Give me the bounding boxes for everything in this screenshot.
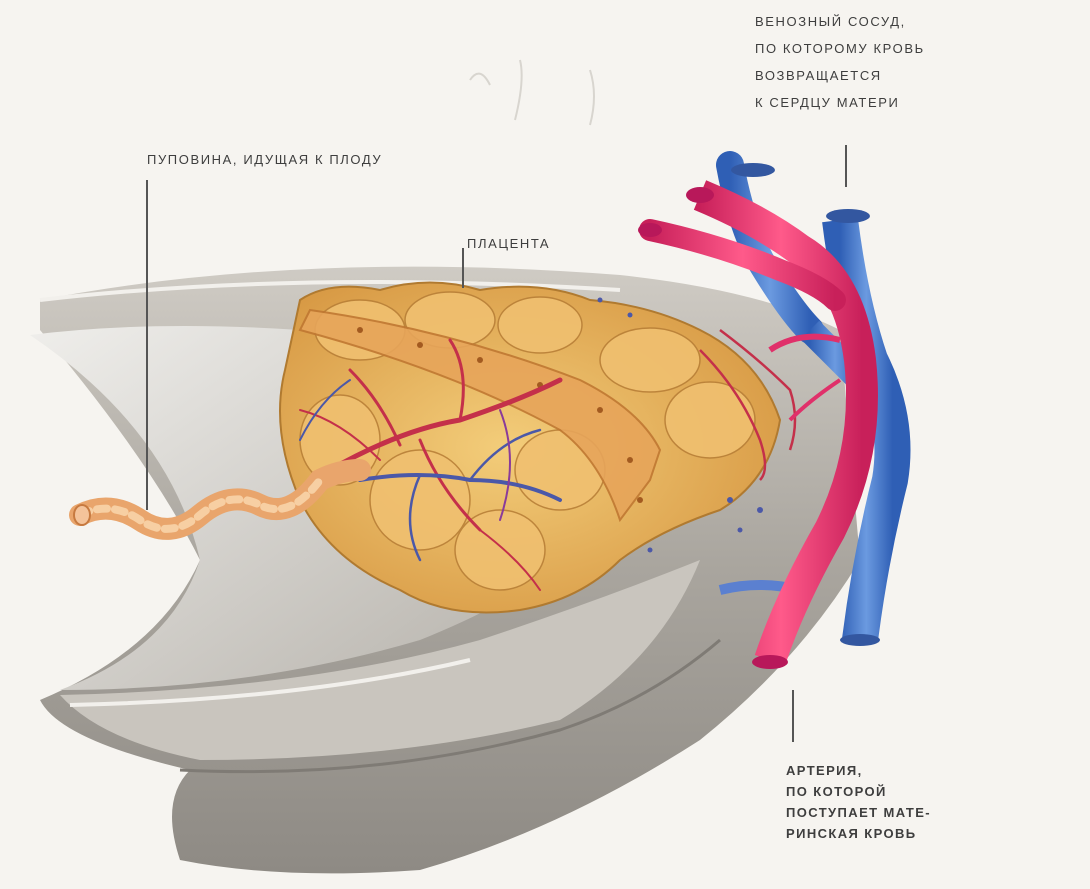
umbilical-cord-label: ПУПОВИНА, ИДУЩАЯ К ПЛОДУ (147, 146, 382, 173)
vein-label-line-3: ВОЗВРАЩАЕТСЯ (755, 62, 925, 89)
cord-leader-line (146, 180, 148, 510)
artery-label: АРТЕРИЯ, ПО КОТОРОЙ ПОСТУПАЕТ МАТЕ- РИНС… (786, 760, 931, 844)
artery-leader-line (792, 690, 794, 742)
placenta-leader-line (462, 248, 464, 288)
vein-label-line-2: ПО КОТОРОМУ КРОВЬ (755, 35, 925, 62)
artery-label-line-2: ПО КОТОРОЙ (786, 781, 931, 802)
artery-label-line-4: РИНСКАЯ КРОВЬ (786, 823, 931, 844)
artery-label-line-3: ПОСТУПАЕТ МАТЕ- (786, 802, 931, 823)
vein-label-line-1: ВЕНОЗНЫЙ СОСУД, (755, 8, 925, 35)
artery-label-line-1: АРТЕРИЯ, (786, 760, 931, 781)
vein-leader-line (845, 145, 847, 187)
vein-label-line-4: К СЕРДЦУ МАТЕРИ (755, 89, 925, 116)
vein-label: ВЕНОЗНЫЙ СОСУД, ПО КОТОРОМУ КРОВЬ ВОЗВРА… (755, 8, 925, 116)
sketch-marks (470, 60, 594, 125)
placenta-label: ПЛАЦЕНТА (467, 230, 550, 257)
